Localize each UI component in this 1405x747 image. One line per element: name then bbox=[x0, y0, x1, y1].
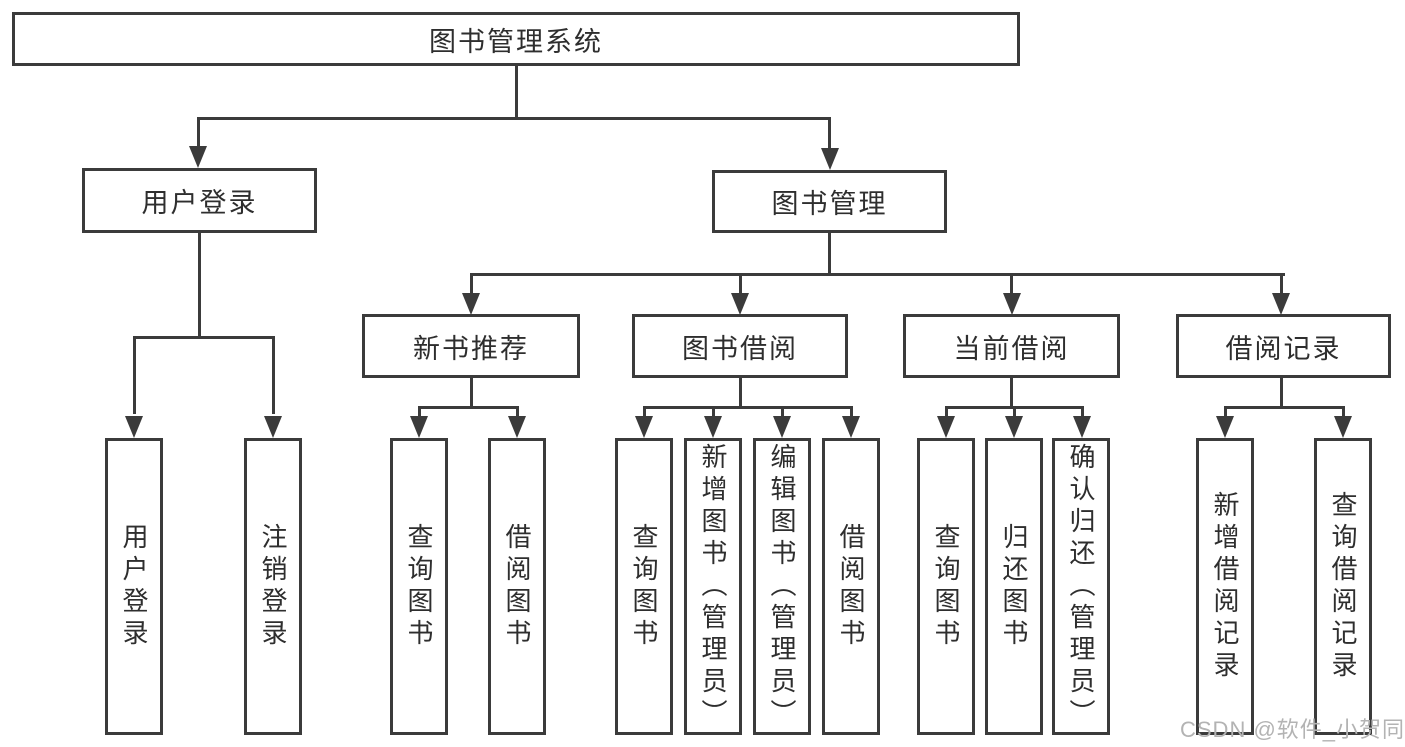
node-label: 用户登录 bbox=[141, 188, 258, 218]
leaf-return-books: 归还图书 bbox=[985, 438, 1043, 735]
arrow-down-icon bbox=[635, 416, 653, 438]
leaf-borrow-books-recommend: 借阅图书 bbox=[488, 438, 546, 735]
node-library-system: 图书管理系统 bbox=[12, 12, 1020, 66]
arrow-down-icon bbox=[820, 148, 839, 170]
node-book-borrowing: 图书借阅 bbox=[632, 314, 848, 378]
connector-v-line bbox=[1279, 274, 1283, 294]
leaf-edit-books-admin: 编辑图书（管理员） bbox=[753, 438, 811, 735]
arrow-down-icon bbox=[264, 416, 282, 438]
leaf-label: 归还图书 bbox=[999, 522, 1029, 651]
connector-v-line bbox=[514, 64, 518, 120]
leaf-label: 编辑图书（管理员） bbox=[767, 442, 797, 731]
arrow-down-icon bbox=[508, 416, 526, 438]
connector-v-line bbox=[738, 376, 742, 409]
arrow-down-icon bbox=[1005, 416, 1023, 438]
node-label: 图书管理系统 bbox=[429, 26, 603, 57]
arrow-down-icon bbox=[704, 416, 722, 438]
connector-v-line bbox=[132, 336, 136, 414]
arrow-down-icon bbox=[937, 416, 955, 438]
node-label: 借阅记录 bbox=[1225, 333, 1342, 364]
connector-h-line bbox=[132, 336, 275, 339]
leaf-add-books-admin: 新增图书（管理员） bbox=[684, 438, 742, 735]
connector-v-line bbox=[849, 406, 853, 417]
node-label: 当前借阅 bbox=[953, 333, 1070, 364]
node-user-login: 用户登录 bbox=[82, 168, 317, 233]
connector-v-line bbox=[642, 406, 646, 417]
connector-v-line bbox=[417, 406, 421, 417]
connector-v-line bbox=[1223, 406, 1227, 417]
connector-v-line bbox=[198, 231, 201, 339]
leaf-label: 用户登录 bbox=[119, 522, 149, 651]
arrow-down-icon bbox=[842, 416, 860, 438]
leaf-query-books-current: 查询图书 bbox=[917, 438, 975, 735]
arrow-down-icon bbox=[773, 416, 791, 438]
node-label: 图书借阅 bbox=[682, 333, 798, 364]
leaf-label: 新增图书（管理员） bbox=[698, 442, 728, 731]
connector-h-line bbox=[417, 406, 519, 409]
connector-v-line bbox=[1012, 406, 1016, 417]
connector-v-line bbox=[271, 336, 275, 414]
leaf-query-borrow-record: 查询借阅记录 bbox=[1314, 438, 1372, 735]
leaf-confirm-return-admin: 确认归还（管理员） bbox=[1052, 438, 1110, 735]
connector-v-line bbox=[196, 117, 200, 147]
connector-v-line bbox=[1080, 406, 1084, 417]
leaf-logout: 注销登录 bbox=[244, 438, 302, 735]
arrow-down-icon bbox=[1272, 293, 1290, 315]
connector-v-line bbox=[1341, 406, 1345, 417]
connector-h-line bbox=[469, 273, 1285, 276]
arrow-down-icon bbox=[125, 416, 143, 438]
arrow-down-icon bbox=[462, 293, 480, 315]
leaf-label: 新增借阅记录 bbox=[1210, 490, 1240, 683]
leaf-query-books-borrowing: 查询图书 bbox=[615, 438, 673, 735]
leaf-label: 查询图书 bbox=[629, 522, 659, 651]
node-book-management: 图书管理 bbox=[712, 170, 947, 233]
arrow-down-icon bbox=[1073, 416, 1091, 438]
leaf-label: 借阅图书 bbox=[502, 522, 532, 651]
leaf-user-login: 用户登录 bbox=[105, 438, 163, 735]
connector-v-line bbox=[515, 406, 519, 417]
leaf-add-borrow-record: 新增借阅记录 bbox=[1196, 438, 1254, 735]
node-current-borrowing: 当前借阅 bbox=[903, 314, 1120, 378]
connector-v-line bbox=[711, 406, 715, 417]
connector-v-line bbox=[1010, 274, 1013, 294]
connector-v-line bbox=[469, 376, 473, 409]
leaf-label: 查询借阅记录 bbox=[1328, 490, 1358, 683]
connector-v-line bbox=[828, 231, 831, 276]
node-label: 新书推荐 bbox=[413, 333, 529, 364]
leaf-borrow-books-borrowing: 借阅图书 bbox=[822, 438, 880, 735]
arrow-down-icon bbox=[731, 293, 749, 315]
leaf-label: 借阅图书 bbox=[836, 522, 866, 651]
connector-v-line bbox=[780, 406, 784, 417]
connector-v-line bbox=[1010, 376, 1013, 409]
node-borrowing-records: 借阅记录 bbox=[1176, 314, 1391, 378]
watermark: CSDN @软件_小贺同学 bbox=[1180, 717, 1405, 742]
arrow-down-icon bbox=[189, 146, 207, 168]
connector-v-line bbox=[828, 117, 831, 149]
connector-v-line bbox=[1279, 376, 1283, 409]
leaf-label: 确认归还（管理员） bbox=[1066, 442, 1096, 731]
node-label: 图书管理 bbox=[771, 189, 888, 219]
leaf-label: 查询图书 bbox=[404, 522, 434, 651]
leaf-label: 查询图书 bbox=[931, 522, 961, 651]
connector-v-line bbox=[738, 274, 742, 294]
arrow-down-icon bbox=[1216, 416, 1234, 438]
arrow-down-icon bbox=[1334, 416, 1352, 438]
arrow-down-icon bbox=[410, 416, 428, 438]
node-new-book-recommend: 新书推荐 bbox=[362, 314, 580, 378]
connector-h-line bbox=[196, 117, 831, 120]
leaf-label: 注销登录 bbox=[258, 522, 288, 651]
connector-v-line bbox=[944, 406, 948, 417]
connector-h-line bbox=[642, 406, 853, 409]
arrow-down-icon bbox=[1002, 293, 1021, 315]
connector-h-line bbox=[1223, 406, 1345, 409]
connector-v-line bbox=[469, 274, 473, 294]
leaf-query-books-recommend: 查询图书 bbox=[390, 438, 448, 735]
